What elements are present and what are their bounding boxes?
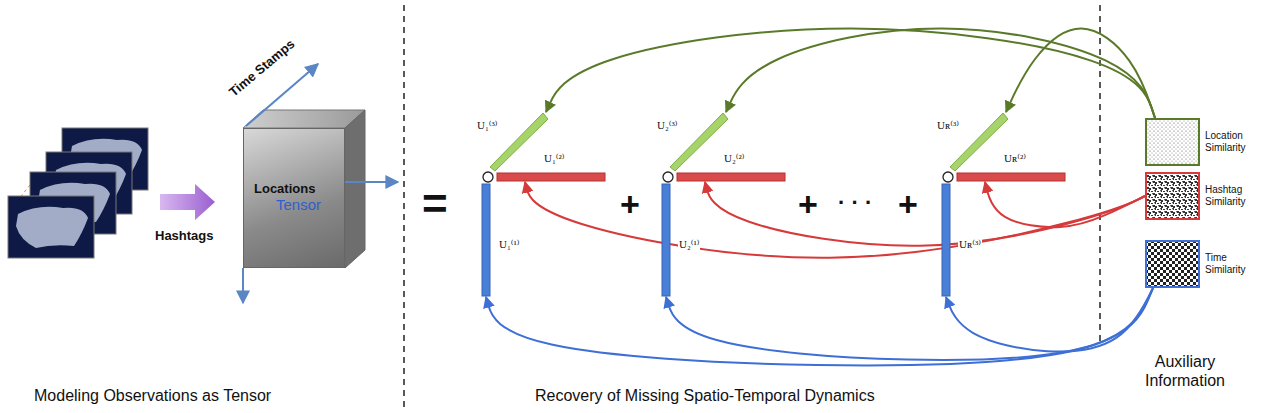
ellipsis: · · · [838, 190, 872, 216]
factor-label: Uʀ⁽³⁾ [958, 238, 982, 251]
product-circle [483, 172, 493, 182]
tensor-cube: LocationsTensor [243, 128, 345, 268]
similarity-matrix: Time Similarity [1145, 240, 1200, 288]
factor-label: U₁⁽²⁾ [543, 152, 565, 165]
prior-arrow [486, 288, 1153, 365]
shape [1145, 172, 1200, 220]
prior-arrow [1006, 28, 1155, 118]
plus-sign: + [898, 184, 918, 225]
prior-arrow [705, 182, 1145, 246]
section-caption: Auxiliary Information [1130, 352, 1240, 390]
shape [957, 173, 1065, 181]
factor-vector: Uʀ⁽³⁾ [950, 113, 1008, 171]
factor-vector: Uʀ⁽³⁾ [942, 184, 950, 296]
factor-label: U₁⁽¹⁾ [498, 238, 520, 251]
axis-label: Locations [254, 181, 340, 196]
prior-arrow [666, 288, 1153, 360]
plus-sign: + [798, 184, 818, 225]
divider [403, 5, 405, 408]
factor-vector: U₂⁽³⁾ [670, 113, 728, 171]
factor-vector: U₁⁽¹⁾ [482, 184, 490, 296]
matrix-label: Hashtag Similarity [1205, 184, 1267, 208]
factor-vector: U₂⁽¹⁾ [662, 184, 670, 296]
prior-arrow [946, 288, 1153, 352]
prior-arrow [726, 28, 1155, 118]
factor-label: U₂⁽²⁾ [723, 152, 745, 165]
similarity-matrix: Hashtag Similarity [1145, 172, 1200, 220]
shape [1145, 118, 1200, 166]
similarity-matrix: Location Similarity [1145, 118, 1200, 166]
factor-label: U₁⁽³⁾ [476, 119, 498, 132]
shape [497, 173, 605, 181]
section-caption: Recovery of Missing Spatio-Temporal Dyna… [535, 386, 875, 405]
equals-sign: = [422, 178, 448, 231]
purple-arrow [160, 184, 215, 220]
section-caption: Modeling Observations as Tensor [34, 386, 271, 405]
factor-vector: U₂⁽²⁾ [677, 173, 785, 181]
product-circle [943, 172, 953, 182]
prior-arrow [985, 182, 1145, 227]
shape [490, 113, 548, 171]
factor-label: Uʀ⁽³⁾ [936, 119, 960, 132]
matrix-label: Location Similarity [1205, 130, 1267, 154]
factor-vector: U₁⁽²⁾ [497, 173, 605, 181]
factor-label: U₂⁽¹⁾ [678, 238, 700, 251]
axis-arrow [338, 181, 398, 183]
shape [942, 184, 950, 296]
shape [482, 184, 490, 296]
axis-arrow [242, 268, 244, 303]
divider [1099, 5, 1101, 345]
cube-face [345, 110, 365, 268]
factor-label: Uʀ⁽²⁾ [1003, 152, 1027, 165]
factor-label: U₂⁽³⁾ [656, 119, 678, 132]
factor-vector: U₁⁽³⁾ [490, 113, 548, 171]
shape [662, 184, 670, 296]
factor-vector: Uʀ⁽²⁾ [957, 173, 1065, 181]
axis-label: Hashtags [155, 228, 214, 244]
matrix-label: Time Similarity [1205, 252, 1267, 276]
prior-arrow [525, 182, 1145, 258]
axis-label: Time Stamps [226, 36, 298, 100]
map-stack [8, 128, 148, 258]
shape [677, 173, 785, 181]
tensor-label: Tensor [254, 196, 340, 213]
shape [1145, 240, 1200, 288]
shape [670, 113, 728, 171]
prior-arrow [546, 28, 1155, 118]
product-circle [663, 172, 673, 182]
plus-sign: + [620, 184, 640, 225]
